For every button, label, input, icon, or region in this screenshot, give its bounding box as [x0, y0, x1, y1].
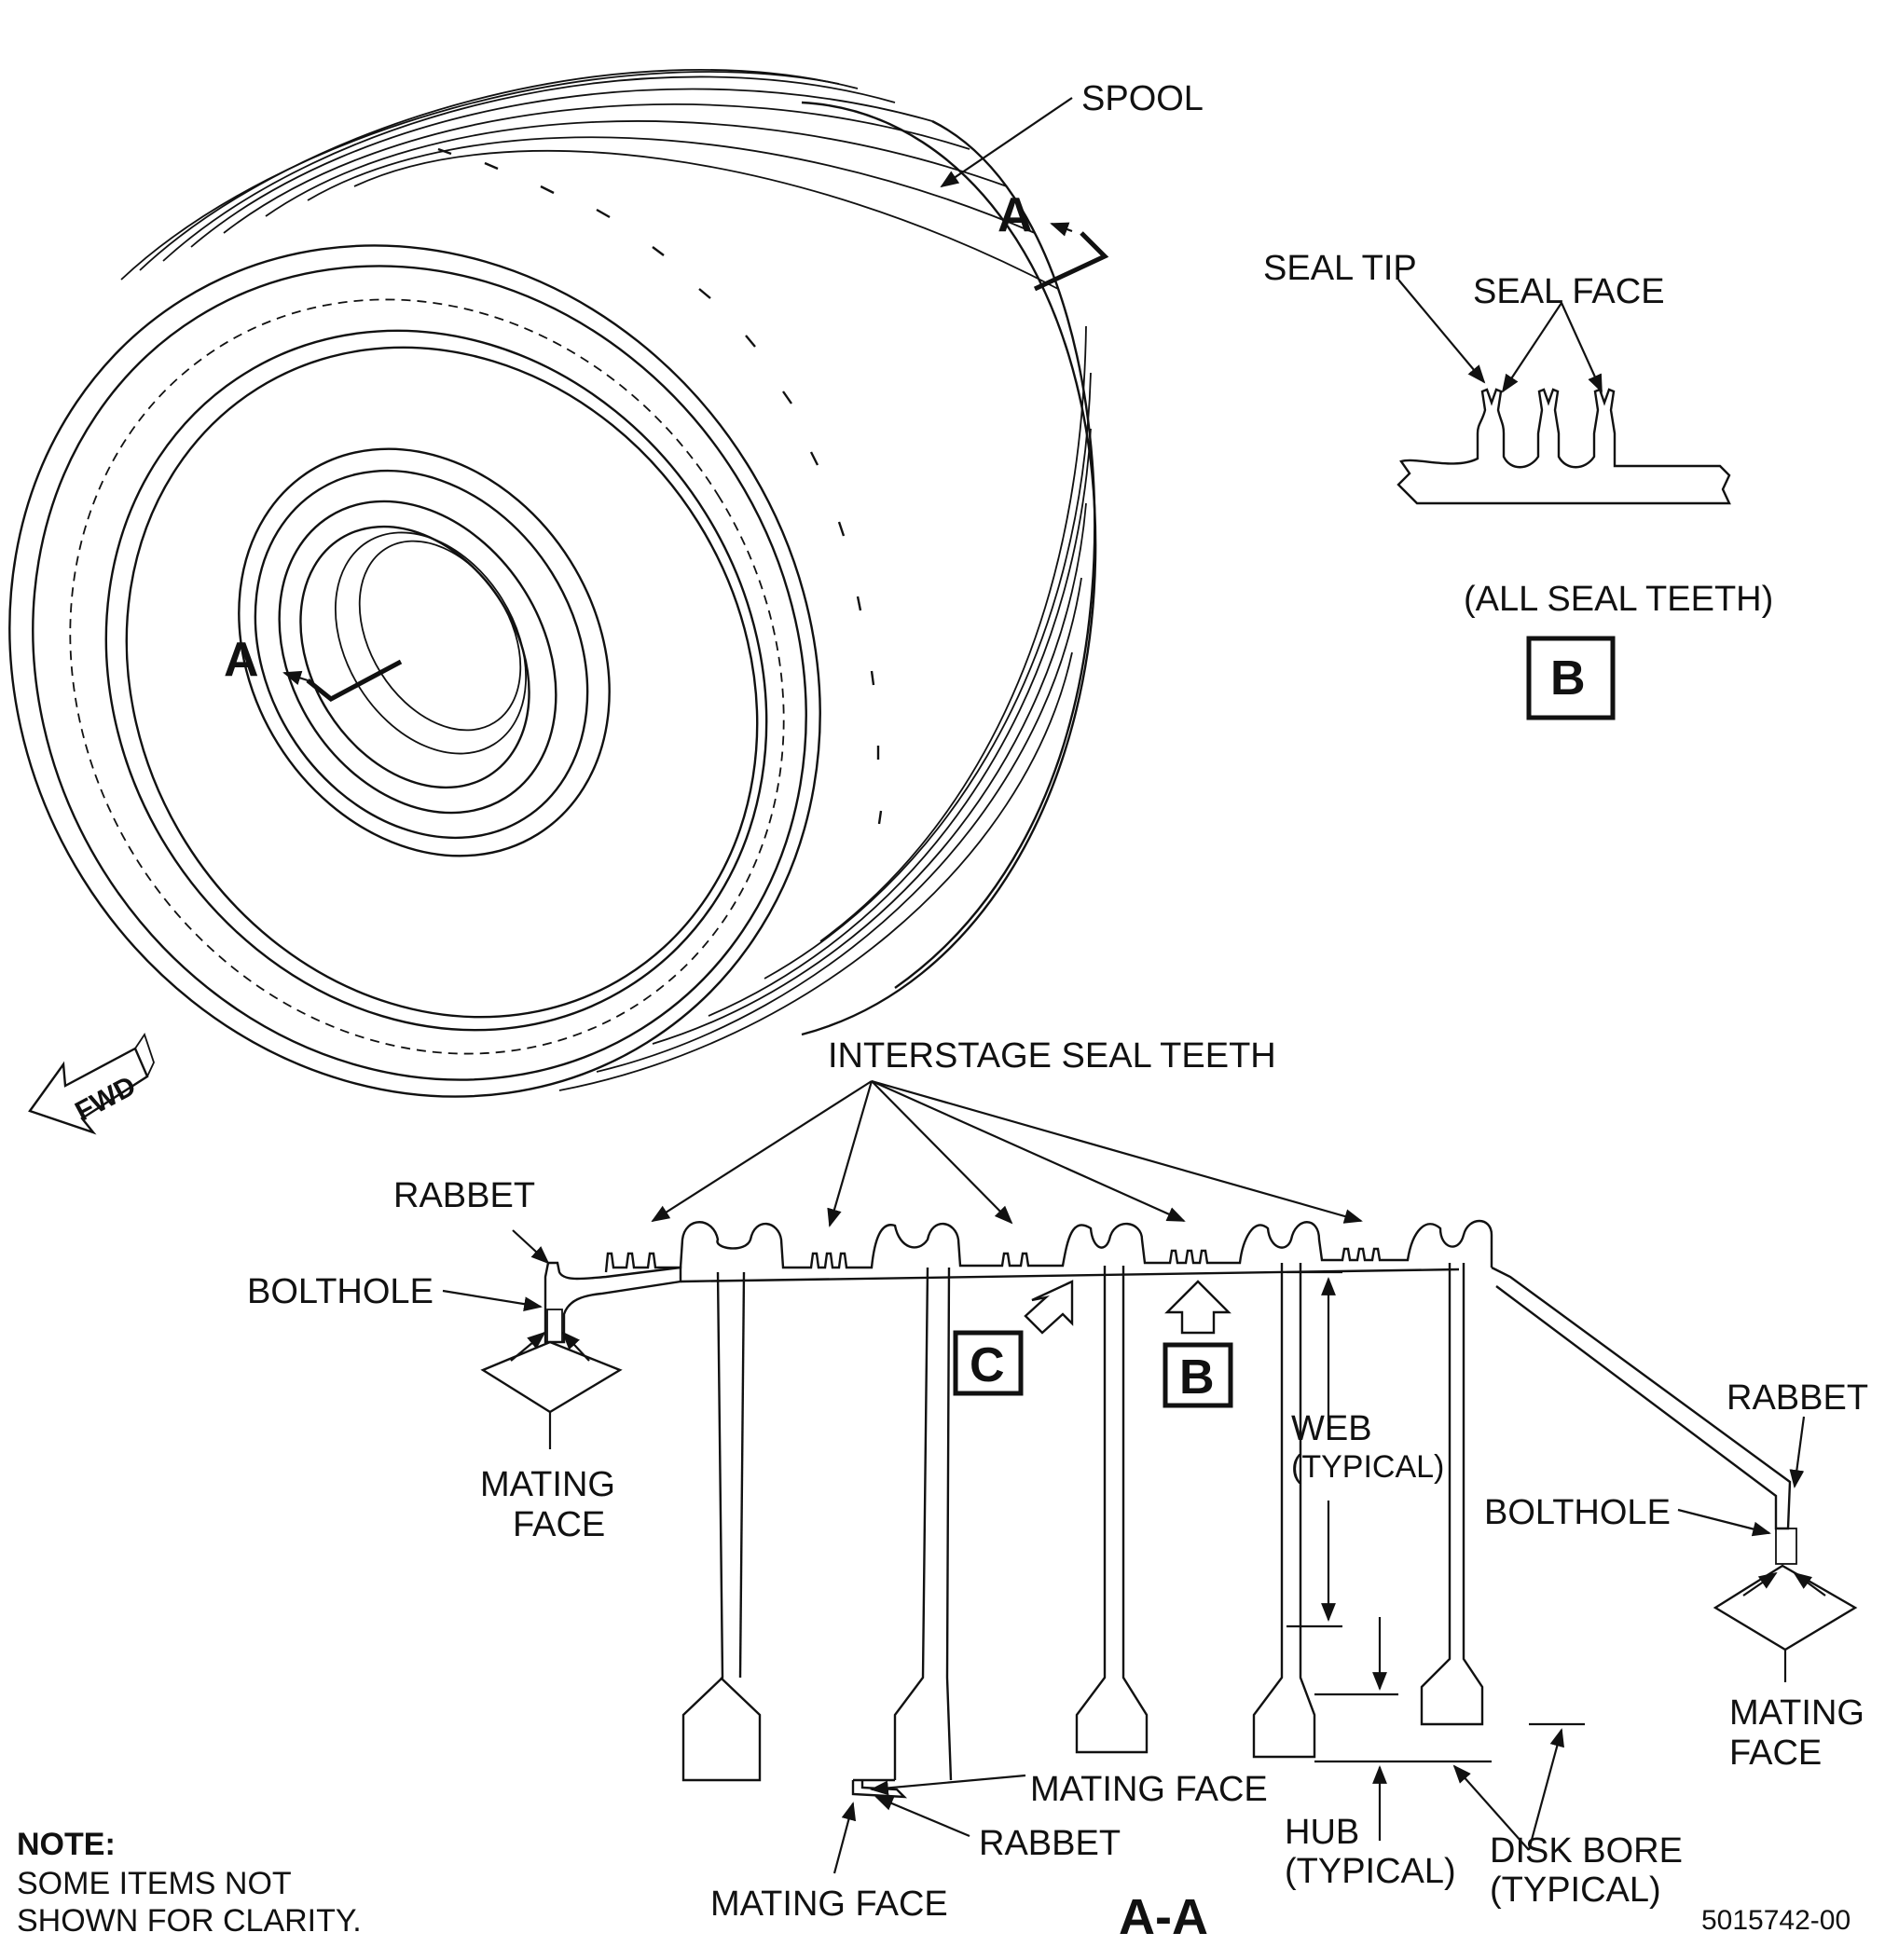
rabbet-center-leader — [874, 1795, 970, 1838]
disk-2 — [853, 1267, 953, 1782]
spool-isometric-view: A A SPOOL — [8, 69, 1204, 1098]
seal-tip-leader — [1397, 279, 1486, 384]
section-a-top-label: A — [998, 188, 1033, 242]
spool-leader — [940, 97, 1073, 188]
mating-face-bottom-label: MATING FACE — [710, 1885, 948, 1924]
front-flange-outer — [8, 244, 821, 1098]
rim-with-seal-teeth — [604, 1219, 1493, 1273]
mating-face-right-label-2: FACE — [1729, 1734, 1822, 1773]
mating-face-left-label-2: FACE — [513, 1505, 605, 1544]
rabbet-right-label: RABBET — [1727, 1378, 1868, 1418]
web-label: WEB — [1291, 1409, 1372, 1448]
view-c-box — [953, 1330, 1024, 1396]
mating-face-left-label-1: MATING — [480, 1465, 615, 1504]
seal-teeth-leader-1 — [651, 1080, 873, 1223]
view-b-box — [1163, 1342, 1233, 1408]
rabbet-left-leader — [512, 1229, 550, 1265]
spool-label: SPOOL — [1081, 79, 1204, 118]
note-line-2: SHOWN FOR CLARITY. — [17, 1903, 362, 1939]
note-title: NOTE: — [17, 1827, 116, 1862]
bolthole-right-leader — [1677, 1508, 1771, 1537]
view-b-detail-label: B — [1550, 651, 1586, 706]
note-line-1: SOME ITEMS NOT — [17, 1866, 292, 1901]
section-a-front-label: A — [224, 633, 259, 687]
all-seal-teeth-label: (ALL SEAL TEETH) — [1464, 580, 1773, 619]
mating-face-bottom-leader — [832, 1802, 857, 1874]
disk-bore-label: DISK BORE — [1490, 1831, 1683, 1871]
seal-face-label: SEAL FACE — [1473, 272, 1665, 311]
bolthole-right-label: BOLTHOLE — [1484, 1493, 1671, 1532]
hub-typical-label: (TYPICAL) — [1285, 1852, 1456, 1891]
right-mating-face-symbol — [1713, 1564, 1858, 1652]
disk-3 — [1075, 1266, 1149, 1754]
left-mating-face-symbol — [480, 1340, 623, 1414]
mating-face-center-label: MATING FACE — [1030, 1770, 1268, 1809]
section-cut-a-top — [1033, 231, 1109, 292]
seal-tip-label: SEAL TIP — [1263, 249, 1417, 288]
view-c-arrow — [1024, 1280, 1074, 1335]
section-title: A-A — [1119, 1889, 1208, 1945]
left-bolthole — [546, 1309, 563, 1343]
mating-face-right-label-1: MATING — [1729, 1693, 1864, 1733]
spool-drum-holes — [437, 147, 883, 825]
front-flange-boltholes — [69, 298, 785, 1055]
fwd-arrow: FWD — [28, 1032, 155, 1135]
front-hub-ring — [238, 447, 611, 857]
disk-bore-leader-1 — [1452, 1764, 1530, 1851]
hub-label: HUB — [1285, 1813, 1359, 1852]
detail-b-view: SEAL TIP SEAL FACE (ALL SEAL TEETH) B — [1263, 249, 1773, 720]
seal-teeth-profile — [1397, 388, 1731, 505]
view-b-label: B — [1179, 1350, 1215, 1405]
rabbet-left-label: RABBET — [393, 1176, 535, 1215]
seal-face-leader-1 — [1501, 302, 1562, 393]
web-typical-label: (TYPICAL) — [1291, 1449, 1444, 1485]
disk-1 — [681, 1271, 762, 1782]
center-rabbet — [851, 1780, 908, 1799]
section-cut-a-front — [306, 659, 403, 702]
section-a-a-view: C B — [442, 1079, 1858, 1874]
bolthole-left-label: BOLTHOLE — [247, 1272, 433, 1311]
disk-bore-leader-2 — [1527, 1728, 1564, 1851]
mating-face-center-leader — [870, 1774, 1026, 1796]
view-b-detail-box — [1526, 636, 1616, 720]
left-flange — [543, 1261, 682, 1344]
fwd-label: FWD — [70, 1071, 141, 1128]
seal-face-leader-2 — [1560, 302, 1603, 393]
view-c-label: C — [970, 1338, 1005, 1392]
disk-5 — [1420, 1263, 1484, 1726]
rabbet-center-label: RABBET — [979, 1824, 1121, 1863]
disk-4 — [1252, 1263, 1316, 1759]
rabbet-right-leader — [1789, 1416, 1806, 1488]
figure-number: 5015742-00 — [1701, 1905, 1851, 1936]
disk-bore-typical-label: (TYPICAL) — [1490, 1871, 1661, 1910]
interstage-seal-teeth-label: INTERSTAGE SEAL TEETH — [828, 1036, 1276, 1076]
view-b-arrow — [1164, 1280, 1231, 1335]
right-bolthole — [1775, 1528, 1797, 1565]
spool-drum-lines — [120, 69, 1092, 1091]
bolthole-left-leader — [442, 1289, 543, 1311]
